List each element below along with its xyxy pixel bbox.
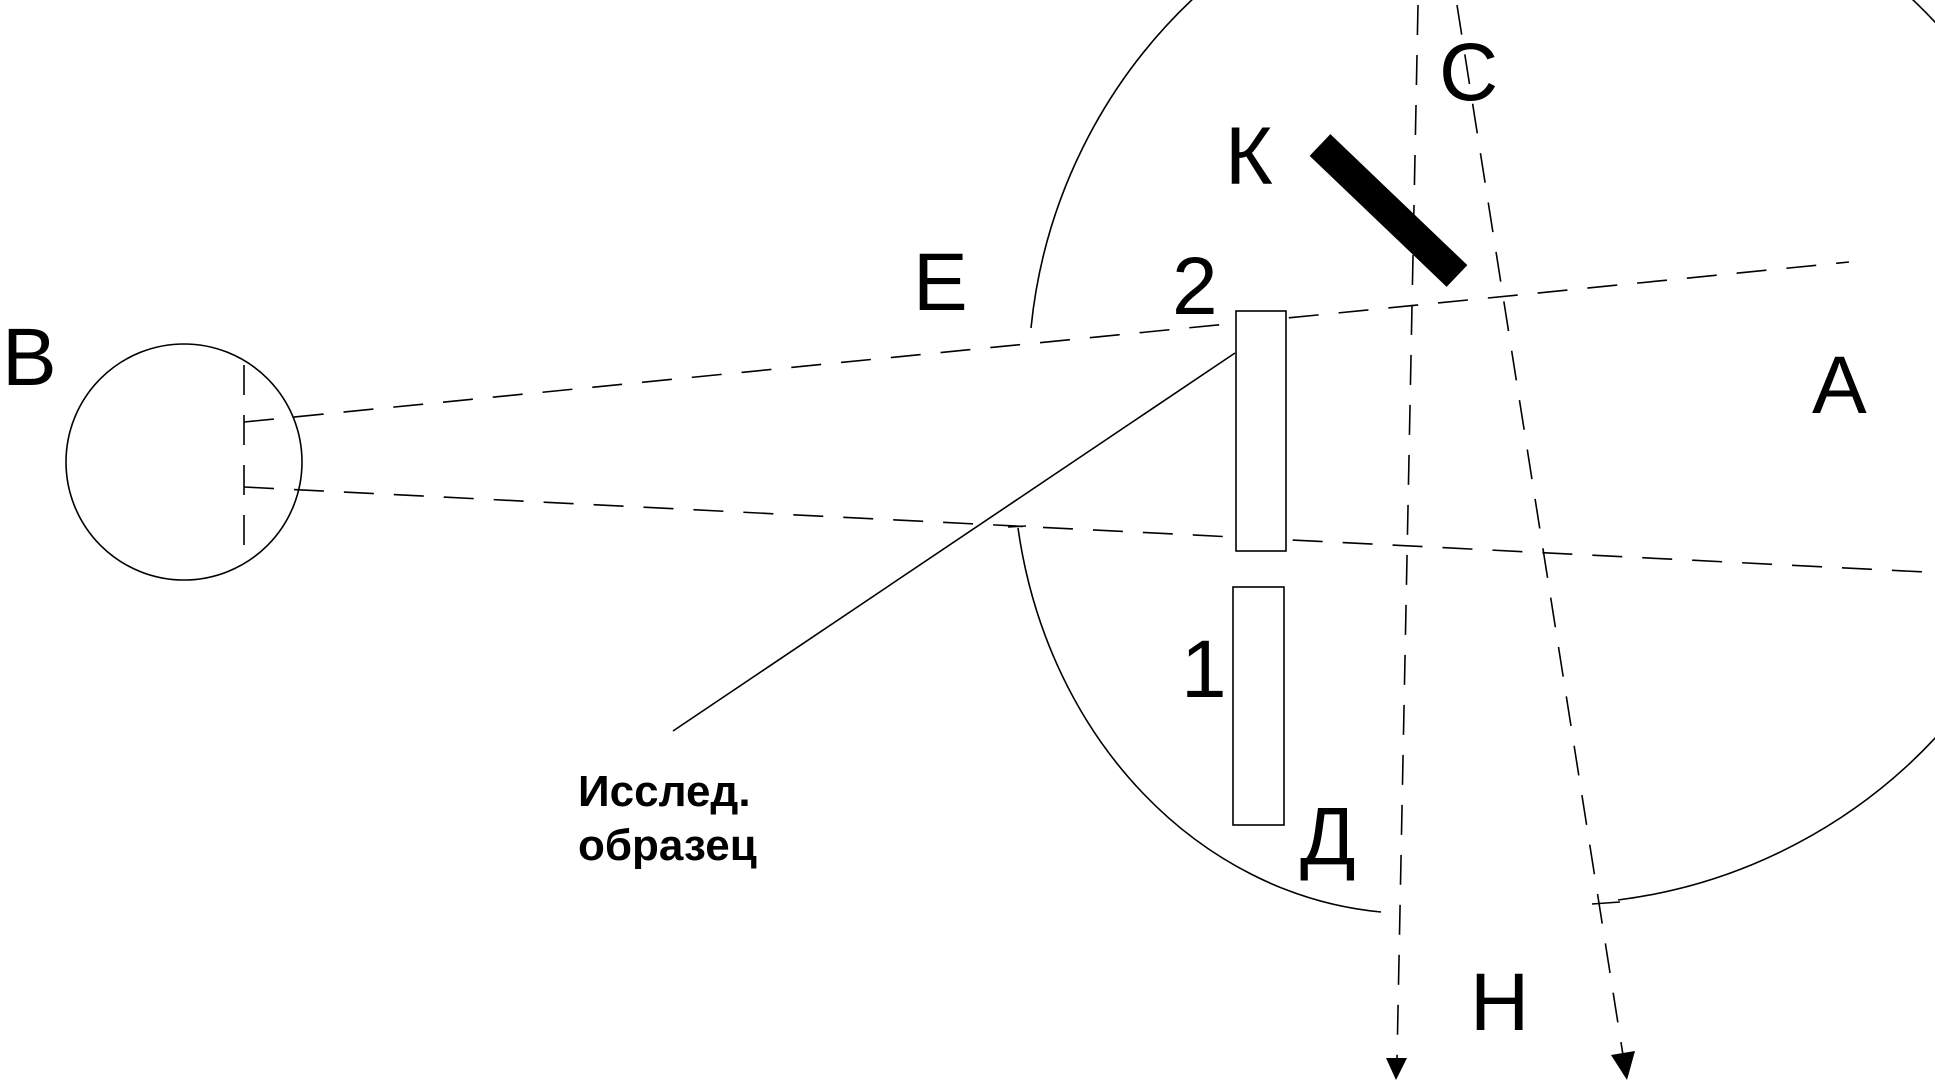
sample-rect-1 xyxy=(1232,586,1285,826)
arc-tick-2 xyxy=(1591,901,1621,905)
label-d: Д xyxy=(1300,791,1356,882)
label-h: Н xyxy=(1470,957,1529,1048)
chamber-arc-lower-left xyxy=(1017,527,1382,913)
arrow-head-ray-2 xyxy=(1611,1051,1635,1080)
label-b: В xyxy=(2,312,57,403)
diffracted-ray-1 xyxy=(1396,4,1419,1061)
label-e: Е xyxy=(913,237,968,328)
arrow-head-ray-1 xyxy=(1386,1058,1407,1080)
label-k: К xyxy=(1225,111,1273,202)
source-circle xyxy=(65,343,303,581)
label-2: 2 xyxy=(1172,241,1218,332)
label-1: 1 xyxy=(1181,624,1227,715)
beam-lower xyxy=(243,486,1926,573)
label-c: С xyxy=(1439,27,1498,118)
diffracted-ray-2 xyxy=(1456,4,1624,1056)
sample-caption-line1: Исслед. xyxy=(578,767,751,816)
beam-upper xyxy=(243,261,1850,423)
chamber-arc xyxy=(1030,0,1935,901)
crystal-k xyxy=(1309,134,1468,287)
sample-caption-line2: образец xyxy=(578,821,757,870)
label-a: А xyxy=(1812,340,1867,431)
sample-pointer-line xyxy=(672,352,1236,732)
sample-rect-2 xyxy=(1235,310,1287,552)
arc-tick-1 xyxy=(1007,525,1027,528)
